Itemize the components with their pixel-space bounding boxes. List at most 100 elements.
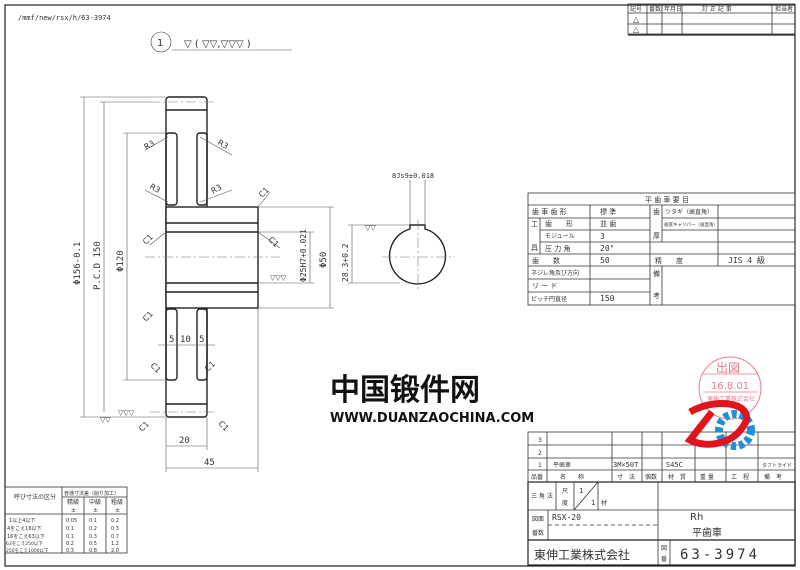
drawing-text: 歯 数 [532,256,560,265]
drawing-text: ± [71,507,76,514]
drawing-line [257,191,271,208]
drawing-text: C1 [203,359,217,373]
drawing-text: 3 [538,437,542,444]
gear-table-title: 平 歯 車 要 目 [645,195,689,204]
drawing-line [573,481,599,511]
drawing-line [196,308,208,381]
drawing-text: 歯 形 [545,219,573,228]
drawing-number: 63-3974 [680,547,760,563]
drawing-text: ピッチ円直径 [531,295,567,303]
drawing-line [627,3,796,35]
drawing-text: 具 [531,244,538,252]
drawing-text: 精級 [67,498,79,506]
drawing-text: ▽▽▽ [270,274,287,282]
drawing-text: JIS 4 級 [728,255,765,265]
drawing-text: 0.1 [66,534,74,540]
drawing-text: 0.5 [89,541,97,547]
finish-symbols: ▽ ( ▽▽,▽▽▽ ) [184,39,251,50]
drawing-text: 250をこえ1000以下 [6,547,49,554]
parts-list-table: 3 2 1 平歯車 3M×50T S45C タフトライド 品番 名 称 寸 法 … [527,431,796,483]
drawing-line [199,189,233,203]
drawing-text: C1 [257,185,271,199]
drawing-text: ▽▽▽ [118,409,135,417]
release-stamp: 出図 16.8.01 東伸工業株式会社 [698,356,762,420]
drawing-text: 63をこえ250以下 [6,540,43,547]
drawing-text: 普通寸法差（削り加工） [64,490,119,497]
pcd-label: P.C.D 150 [93,241,103,290]
drawing-text: 3 [600,232,605,241]
drawing-text: 厚 [653,232,660,240]
drawing-text: 16.8.01 [711,381,749,392]
hub-diameter-label: Φ50 [319,252,329,268]
drawing-text: 年月日 [664,5,682,13]
drawing-text: R3 [148,182,162,195]
finish-callout: 1 ▽ ( ▽▽,▽▽▽ ) [150,31,292,53]
drawing-text: 5 [169,335,174,345]
drawing-text: 0.7 [111,534,119,540]
drawing-text: 0.05 [66,518,77,524]
drawing-text: ▽▽ [365,224,376,232]
drawing-line [165,206,259,309]
keyway-width-label: 8Js9±0.018 [392,172,434,180]
drawing-text: 0.1 [89,518,97,524]
title-block: 三 角 法 尺 度 1 1 材 図面 番数 RSX-20 Rh 平歯車 東伸工業… [527,481,796,566]
drawing-text: ネジレ角及び方向 [531,269,579,277]
gear-data-table: 平 歯 車 要 目 歯 車 歯 形 標 準 工 具 歯 形 並 歯 モジュール … [527,192,796,306]
drawing-text: 0.3 [111,526,119,532]
drawing-text: 精 度 [655,256,683,265]
drawing-text: ± [93,507,98,514]
drawing-text: 材 [601,499,607,507]
drawing-text: 圧 力 角 [545,244,570,253]
part-material: S45C [666,461,683,469]
scale-numerator: 1 [579,487,583,495]
drawing-text: 記号 [630,5,642,13]
part-note: タフトライド [762,462,792,469]
drawing-text: 0.3 [89,534,97,540]
drawing-text: 5 [199,335,204,345]
drawing-text: 2.0 [111,548,119,554]
drawing-text: 材 質 [668,473,686,481]
bore-label: Φ25H7+0.021 [299,229,308,282]
drawing-line [4,486,128,554]
drawing-text: 1 [538,462,542,469]
callout-number: 1 [157,38,163,49]
drawing-text: 品番 [531,474,543,481]
drawing-text: ▽▽ [100,416,111,424]
file-path: /mmf/new/rsx/h/63-3974 [18,14,111,22]
drawing-text: 0.1 [66,526,74,532]
company-name: 東伸工業株式会社 [534,547,630,562]
rim-width-label: 20 [179,436,190,446]
drawing-text: 1.2 [111,541,119,547]
drawing-text: 0.3 [66,548,74,554]
watermark-logo [684,399,755,450]
scale-denominator: 1 [591,499,595,507]
drawing-text: 0.2 [66,541,74,547]
drawing-line [684,399,750,448]
drawing-text: 寸 法 [617,473,635,481]
part-title: 平歯車 [692,526,722,539]
dia-120-label: Φ120 [116,250,126,272]
drawing-text: 図面 [532,516,544,523]
drawing-text: 訂 正 記 事 [702,5,732,13]
drawing-text: 個数 [645,473,657,481]
drawing-text: 備 [653,269,660,278]
drawing-line [165,308,178,381]
drawing-text: 番数 [532,529,544,537]
drawing-text: 重 量 [700,473,714,481]
series-label: RSX-20 [552,513,581,522]
watermark-url: WWW.DUANZAOCHINA.COM [330,411,534,426]
drawing-line [199,136,233,156]
drawing-line [165,132,178,206]
drawing-text: モジュール [545,233,575,240]
drawing-line [527,192,796,306]
drawing-text: 考 [653,292,660,300]
drawing-text: 尺 [562,488,568,495]
tolerance-table: 呼び寸法の区分 普通寸法差（削り加工） 精級 中級 粗級 ± ± ± 1以上4以… [4,486,128,554]
drawing-text: 歯 [653,207,660,216]
drawing-line [527,481,796,566]
drawing-text: Rh [690,512,703,523]
drawing-line [715,410,755,450]
drawing-text: リ ー ド [532,282,557,290]
drawing-text: 呼び寸法の区分 [14,493,56,501]
drawing-text: C1 [141,232,155,246]
